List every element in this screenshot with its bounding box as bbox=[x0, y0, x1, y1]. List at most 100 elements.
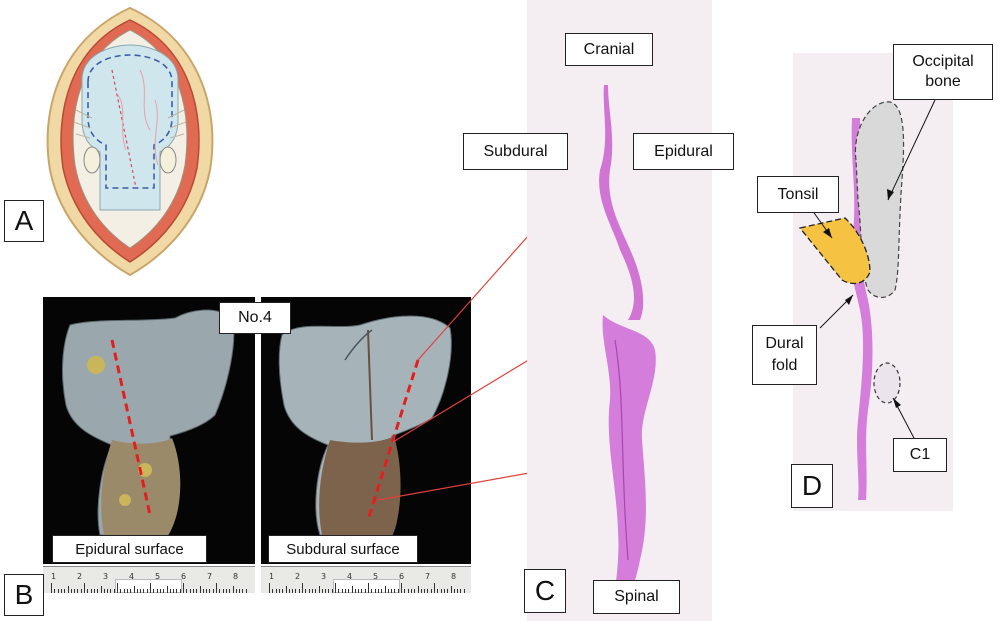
ruler-tick bbox=[70, 589, 72, 593]
ruler-tick bbox=[344, 589, 346, 593]
ruler-tick bbox=[242, 589, 244, 593]
panel-label-d: D bbox=[791, 464, 833, 508]
ruler-tick bbox=[107, 589, 109, 593]
vessel bbox=[139, 69, 151, 131]
tissue-fibers bbox=[614, 339, 629, 561]
ruler-number: 8 bbox=[451, 572, 457, 581]
ruler-tick bbox=[133, 586, 135, 593]
ruler-tick bbox=[117, 583, 118, 593]
cut-line-left bbox=[110, 339, 152, 516]
ruler-number: 8 bbox=[233, 572, 239, 581]
dural-fold-ridge bbox=[367, 329, 373, 441]
ruler-tick bbox=[443, 589, 445, 593]
muscle-fibers-right bbox=[167, 109, 187, 139]
ruler-tick bbox=[156, 589, 158, 593]
vessel bbox=[154, 99, 159, 166]
ruler-tick bbox=[384, 586, 386, 593]
ruler-tick bbox=[232, 586, 234, 593]
ruler-number: 2 bbox=[295, 572, 301, 581]
ruler-tick bbox=[460, 589, 462, 593]
ruler-tick bbox=[146, 589, 148, 593]
ruler-tick bbox=[209, 589, 211, 593]
ruler-tick bbox=[348, 589, 350, 593]
ruler-tick bbox=[427, 589, 429, 593]
label-tonsil: Tonsil bbox=[757, 176, 839, 213]
ruler-tick bbox=[189, 589, 191, 593]
retracted-tissue-right bbox=[159, 146, 177, 174]
panel-label-b: B bbox=[4, 574, 44, 616]
ruler-tick bbox=[308, 589, 310, 593]
ruler-tick bbox=[368, 583, 369, 593]
muscle-fibers-left bbox=[73, 109, 93, 139]
ruler-number: 6 bbox=[181, 572, 187, 581]
ruler-tick bbox=[391, 589, 393, 593]
ruler-tick bbox=[430, 589, 432, 593]
ruler-tick bbox=[163, 589, 165, 593]
ruler-tick bbox=[87, 589, 89, 593]
ruler-tick bbox=[335, 583, 336, 593]
ruler-tick bbox=[159, 589, 161, 593]
ruler-tick bbox=[173, 589, 175, 593]
ruler-number: 1 bbox=[269, 572, 275, 581]
label-epidural: Epidural bbox=[633, 133, 734, 170]
ruler-tick bbox=[74, 589, 76, 593]
ruler-tick bbox=[361, 589, 363, 593]
ruler-number: 5 bbox=[155, 572, 161, 581]
caption-subdural: Subdural surface bbox=[268, 535, 418, 563]
ruler-tick bbox=[176, 589, 178, 593]
arrowhead bbox=[823, 228, 832, 238]
ruler-tick bbox=[295, 589, 297, 593]
arrowhead bbox=[887, 189, 894, 200]
ruler-tick bbox=[245, 589, 247, 593]
tissue-strip-cranial bbox=[599, 85, 644, 320]
ruler-tick bbox=[84, 583, 85, 593]
ruler-tick bbox=[453, 589, 455, 593]
specimen-number: No.4 bbox=[219, 302, 291, 334]
ruler-tick bbox=[179, 589, 181, 593]
ruler-tick bbox=[54, 589, 56, 593]
ruler-tick bbox=[437, 589, 439, 593]
ruler-tick bbox=[404, 589, 406, 593]
ruler-tick bbox=[166, 586, 168, 593]
spinal-dura-epidural bbox=[101, 438, 181, 535]
ruler-tick bbox=[216, 583, 217, 593]
arrowhead bbox=[845, 295, 853, 305]
sinus-ridge bbox=[344, 329, 373, 361]
ruler-number: 6 bbox=[399, 572, 405, 581]
fat-patch bbox=[119, 494, 131, 506]
ruler-tick bbox=[199, 586, 201, 593]
scale-bar bbox=[115, 579, 182, 593]
panel-label-c: C bbox=[524, 569, 566, 613]
ruler-tick bbox=[120, 589, 122, 593]
ruler-tick bbox=[358, 589, 360, 593]
ruler-tick bbox=[292, 589, 294, 593]
ruler-tick bbox=[318, 586, 320, 593]
ruler-tick bbox=[80, 589, 82, 593]
ruler-tick bbox=[269, 583, 270, 593]
ruler-tick bbox=[440, 589, 442, 593]
ruler-tick bbox=[140, 589, 142, 593]
retracted-tissue-left bbox=[83, 146, 101, 174]
ruler-tick bbox=[183, 583, 184, 593]
ruler-tick bbox=[97, 589, 99, 593]
tissue-strip-spinal bbox=[602, 315, 656, 612]
ruler-tick bbox=[315, 589, 317, 593]
ruler-tick bbox=[341, 589, 343, 593]
ruler-tick bbox=[401, 583, 402, 593]
incision-line bbox=[111, 69, 137, 189]
ruler-tick bbox=[235, 589, 237, 593]
ruler-tick bbox=[153, 589, 155, 593]
ruler-tick bbox=[275, 589, 277, 593]
arrowhead bbox=[893, 398, 901, 408]
label-subdural: Subdural bbox=[463, 133, 568, 170]
ruler-tick bbox=[219, 589, 221, 593]
ruler-tick bbox=[302, 583, 303, 593]
ruler-number: 4 bbox=[347, 572, 353, 581]
dural-opening-outline bbox=[87, 54, 173, 189]
ruler-tick bbox=[130, 589, 132, 593]
ruler-number: 3 bbox=[321, 572, 327, 581]
